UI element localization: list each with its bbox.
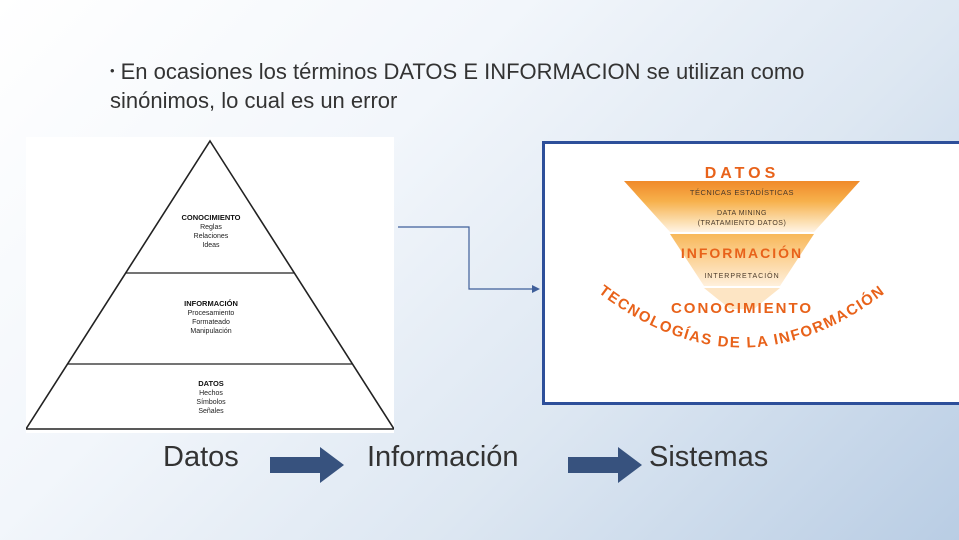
- bullet-marker: •: [110, 63, 115, 78]
- connector-arrowhead: [532, 285, 540, 293]
- flow-step-datos: Datos: [163, 437, 239, 477]
- pyramid-level-datos: DATOS Hechos Símbolos Señales: [111, 379, 311, 416]
- pyramid-level-item: Señales: [111, 407, 311, 416]
- pyramid-level-informacion: INFORMACIÓN Procesamiento Formateado Man…: [111, 299, 311, 336]
- flow-arrow-right-icon: [566, 445, 644, 485]
- pyramid-level-item: Ideas: [111, 241, 311, 250]
- pyramid-level-item: Relaciones: [111, 232, 311, 241]
- pyramid-level-item: Procesamiento: [111, 309, 311, 318]
- pyramid-level-item: Hechos: [111, 389, 311, 398]
- bullet-text: En ocasiones los términos DATOS E INFORM…: [110, 59, 804, 113]
- pyramid-level-conocimiento: CONOCIMIENTO Reglas Relaciones Ideas: [111, 213, 311, 250]
- funnel-label-data-mining: DATA MINING: [717, 210, 767, 217]
- pyramid-level-item: Símbolos: [111, 398, 311, 407]
- funnel-label-informacion: INFORMACIÓN: [681, 244, 803, 261]
- pyramid-level-item: Manipulación: [111, 327, 311, 336]
- funnel-label-conocimiento: CONOCIMIENTO: [671, 300, 813, 317]
- pyramid-level-title: INFORMACIÓN: [111, 299, 311, 309]
- funnel-label-interpretacion: INTERPRETACIÓN: [704, 271, 779, 280]
- pyramid-level-item: Formateado: [111, 318, 311, 327]
- bullet-text-block: •En ocasiones los términos DATOS E INFOR…: [110, 56, 870, 115]
- funnel-label-tecnicas: TÉCNICAS ESTADÍSTICAS: [690, 188, 794, 197]
- pyramid-level-item: Reglas: [111, 223, 311, 232]
- funnel-diagram: DATOS TÉCNICAS ESTADÍSTICAS DATA MINING …: [542, 141, 959, 405]
- flow-arrow-right-icon: [268, 445, 346, 485]
- pyramid-level-title: DATOS: [111, 379, 311, 389]
- flow-step-informacion: Información: [367, 437, 519, 477]
- funnel-label-tratamiento: (TRATAMIENTO DATOS): [698, 220, 787, 227]
- pyramid-level-title: CONOCIMIENTO: [111, 213, 311, 223]
- flow-step-sistemas: Sistemas: [649, 437, 768, 477]
- funnel-label-datos: DATOS: [705, 165, 780, 182]
- pyramid-diagram: CONOCIMIENTO Reglas Relaciones Ideas INF…: [26, 137, 394, 433]
